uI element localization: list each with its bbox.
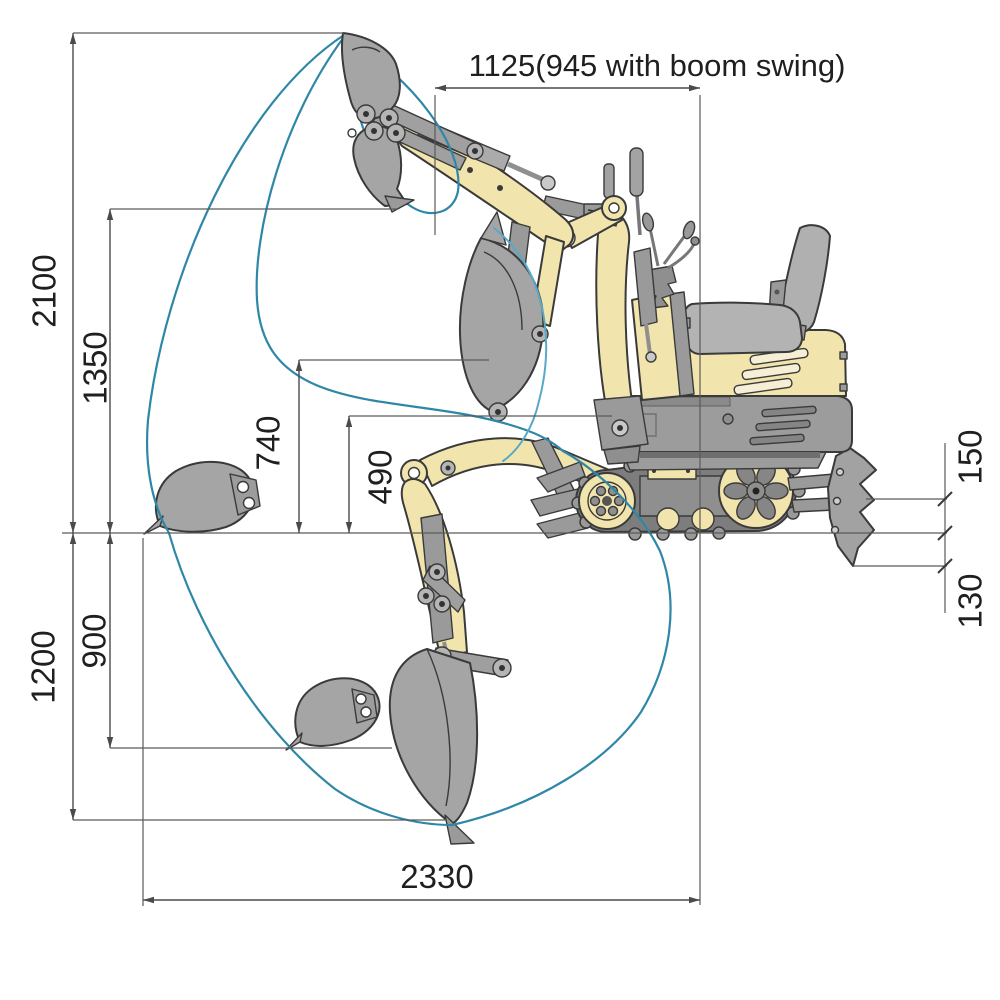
idler-wheel	[578, 472, 636, 530]
dimension-arrowhead	[689, 896, 700, 904]
envelope-outer-arc	[145, 33, 454, 827]
bucket-ground-ghost	[143, 460, 261, 535]
dimension-arrowhead	[69, 522, 77, 533]
boom-lowered-ghost	[388, 437, 615, 845]
bucket-curl-arc	[493, 227, 548, 462]
envelope-inner-arc	[255, 35, 565, 453]
dim-label-blade-lift-height: 150	[952, 429, 989, 484]
dim-label-max-digging-height: 2100	[26, 254, 63, 327]
control-lever-right	[662, 233, 688, 265]
dim-label-ground-reach: 2330	[400, 858, 473, 895]
dozer-blade	[787, 447, 877, 567]
dim-label-front-overhang: 1125(945 with boom swing)	[469, 48, 846, 83]
dimension-arrowhead	[435, 84, 446, 92]
dimension-arrowhead	[295, 522, 303, 533]
dimension-arrowhead	[345, 522, 353, 533]
bucket-dump-ghost	[347, 104, 415, 213]
control-lever-left	[648, 227, 660, 267]
dim-label-max-digging-depth: 1200	[25, 630, 62, 703]
dim-label-boom-swing-height: 740	[250, 415, 287, 470]
dim-label-vertical-digging-depth: 900	[76, 613, 113, 668]
blade-dimensions	[852, 443, 953, 613]
dimension-arrowhead	[106, 209, 114, 220]
dipper-arm	[369, 99, 575, 253]
sprocket-wheel	[718, 453, 794, 529]
dimension-arrowhead	[295, 360, 303, 371]
excavator-drawing	[143, 99, 877, 845]
dimension-arrowhead	[106, 533, 114, 544]
operator-seat	[675, 224, 831, 355]
dimension-labels: 1125(945 with boom swing) 2100 1350 740 …	[25, 48, 989, 895]
dimension-arrowhead	[69, 809, 77, 820]
envelope-right-arc	[450, 449, 672, 827]
rollbar-mirror	[629, 147, 644, 197]
dim-label-min-front-height: 490	[362, 449, 399, 504]
dimension-lines	[62, 32, 953, 906]
dimension-arrowhead	[69, 33, 77, 44]
dim-label-blade-cut-depth: 130	[952, 573, 989, 628]
bucket-below-ground-ghost	[285, 677, 381, 751]
boom-raised	[541, 195, 658, 465]
machine-base	[613, 395, 853, 458]
dimension-arrowhead	[69, 533, 77, 544]
dimension-arrowhead	[689, 84, 700, 92]
bucket-curled-ghost	[458, 211, 565, 422]
dimension-arrowhead	[106, 737, 114, 748]
dimension-arrowhead	[345, 416, 353, 427]
dimension-arrowhead	[106, 522, 114, 533]
dim-label-max-dumping-height: 1350	[77, 331, 114, 404]
dimension-arrowhead	[143, 896, 154, 904]
bucket-max-depth	[388, 648, 479, 845]
